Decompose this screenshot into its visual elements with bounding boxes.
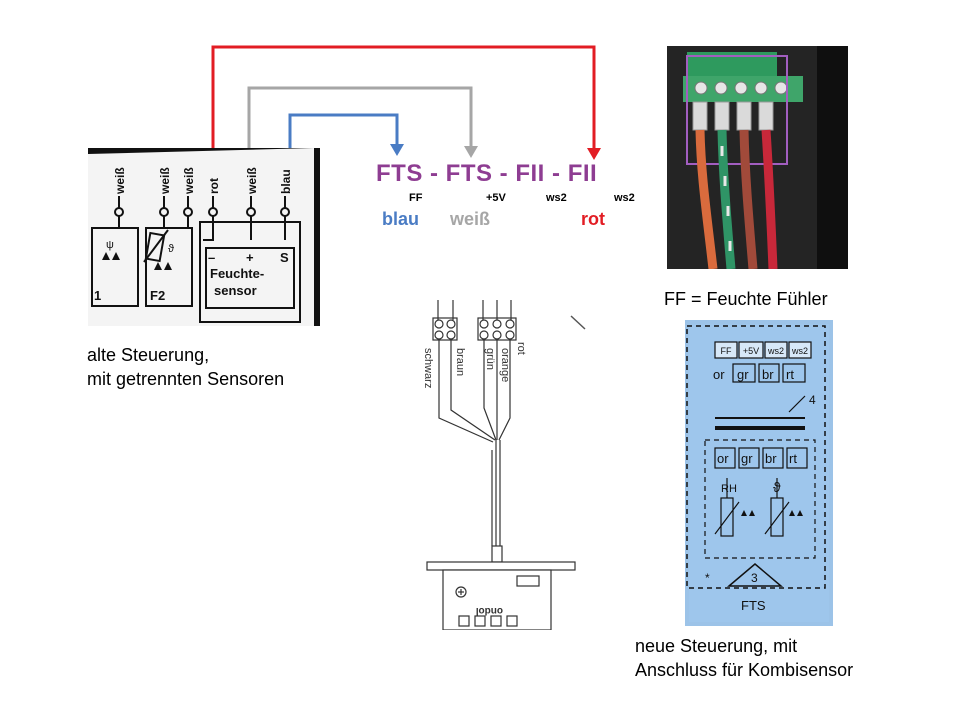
svg-text:ϑ: ϑ — [773, 479, 781, 495]
terminal-label: ws2 — [791, 346, 808, 356]
old-control-caption: alte Steuerung, mit getrennten Sensoren — [87, 343, 367, 391]
red-arrowhead — [587, 148, 601, 160]
color-label: rt — [789, 451, 797, 466]
old-control-drawing: weiß weiß weiß rot weiß blau 1 F2 Feucht… — [88, 148, 314, 326]
sublabel-ws2-b: ws2 — [614, 192, 635, 204]
heading-dash: - — [430, 160, 439, 187]
highlight-frame — [686, 55, 788, 165]
terminal-circle — [246, 207, 256, 217]
sensor-s: S — [280, 250, 289, 265]
wire-label-rot: rot — [515, 342, 527, 355]
sublabel-5v: +5V — [486, 192, 506, 204]
heading-fts-1: FTS — [376, 160, 423, 187]
heading-fii-2: FII — [567, 160, 598, 187]
heading-dash: - — [499, 160, 509, 187]
caption-line: Anschluss für Kombisensor — [635, 660, 854, 680]
wire-label-orange: orange — [499, 348, 511, 382]
terminal-label: FF — [721, 346, 732, 356]
blue-wire — [288, 113, 399, 152]
sublabel-ws2-a: ws2 — [546, 192, 567, 204]
svg-text:ψ: ψ — [106, 239, 114, 251]
color-label: br — [762, 367, 774, 382]
rh-label: RH — [721, 483, 737, 495]
sensor-label-feuchte: Feuchte- — [210, 266, 264, 281]
heading-dash: - — [552, 160, 561, 187]
caption-line: mit getrennten Sensoren — [87, 369, 285, 389]
blueprint-caption: FTS — [741, 598, 766, 613]
color-label: gr — [737, 367, 749, 382]
sensor-label-sensor: sensor — [214, 283, 257, 298]
caption-line: alte Steuerung, — [87, 345, 210, 365]
new-control-caption: neue Steuerung, mit Anschluss für Kombis… — [635, 634, 935, 682]
heading-fts-2: FTS — [445, 160, 493, 187]
terminal-heading: FTS - FTS - FII - FII — [376, 160, 597, 188]
blue-arrowhead — [390, 144, 404, 156]
wire-label: blau — [279, 169, 293, 194]
cable-schematic-drawing: schwarz braun grün orange rot ondol — [422, 300, 576, 631]
red-wire — [211, 45, 596, 156]
grey-wire — [247, 86, 473, 154]
slash-label: 4 — [809, 393, 816, 407]
wire-label: weiß — [245, 167, 259, 195]
terminal-photo-drawing — [667, 46, 848, 269]
terminal-circle — [159, 207, 169, 217]
board-label: ondol — [476, 605, 503, 616]
stray-mark — [570, 315, 586, 330]
terminal-circle — [208, 207, 218, 217]
terminal-circle — [114, 207, 124, 217]
terminal-circle — [183, 207, 193, 217]
photo-caption: FF = Feuchte Fühler — [664, 289, 828, 309]
wire-label: weiß — [158, 167, 172, 195]
sublabel-ff: FF — [409, 192, 423, 204]
terminal-circle — [280, 207, 290, 217]
wire-label: rot — [207, 178, 221, 194]
new-control-scan: FF +5V ws2 ws2 — [685, 320, 833, 626]
color-word-rot: rot — [581, 209, 605, 229]
sensor-label-f1: 1 — [94, 288, 101, 303]
grey-arrowhead — [464, 146, 478, 158]
new-control-drawing: FF +5V ws2 ws2 — [686, 324, 829, 622]
wire-label: weiß — [182, 167, 196, 195]
star-mark: * — [705, 571, 710, 585]
heading-fii-1: FII — [515, 160, 545, 187]
wire-label-braun: braun — [454, 348, 466, 376]
color-label: br — [765, 451, 777, 466]
color-label: gr — [741, 451, 753, 466]
caption-line: neue Steuerung, mit — [635, 636, 798, 656]
sensor-minus: – — [208, 250, 215, 265]
wire-label-gruen: grün — [484, 348, 496, 370]
color-word-blau: blau — [382, 209, 420, 229]
old-control-scan: weiß weiß weiß rot weiß blau 1 F2 Feucht… — [88, 148, 320, 326]
color-word-weiss: weiß — [450, 209, 491, 229]
terminal-label: ws2 — [767, 346, 784, 356]
wire-label-schwarz: schwarz — [422, 348, 434, 388]
wire-label: weiß — [113, 167, 127, 195]
color-label: or — [717, 451, 729, 466]
sensor-label-f2: F2 — [150, 288, 165, 303]
terminal-photo — [667, 46, 848, 269]
triangle-label: 3 — [751, 571, 758, 585]
terminal-label: +5V — [743, 346, 759, 356]
color-label: or — [713, 367, 725, 382]
svg-text:ϑ: ϑ — [168, 243, 174, 255]
sensor-plus: + — [246, 250, 254, 265]
cable-schematic: schwarz braun grün orange rot ondol — [405, 290, 585, 631]
color-label: rt — [786, 367, 794, 382]
